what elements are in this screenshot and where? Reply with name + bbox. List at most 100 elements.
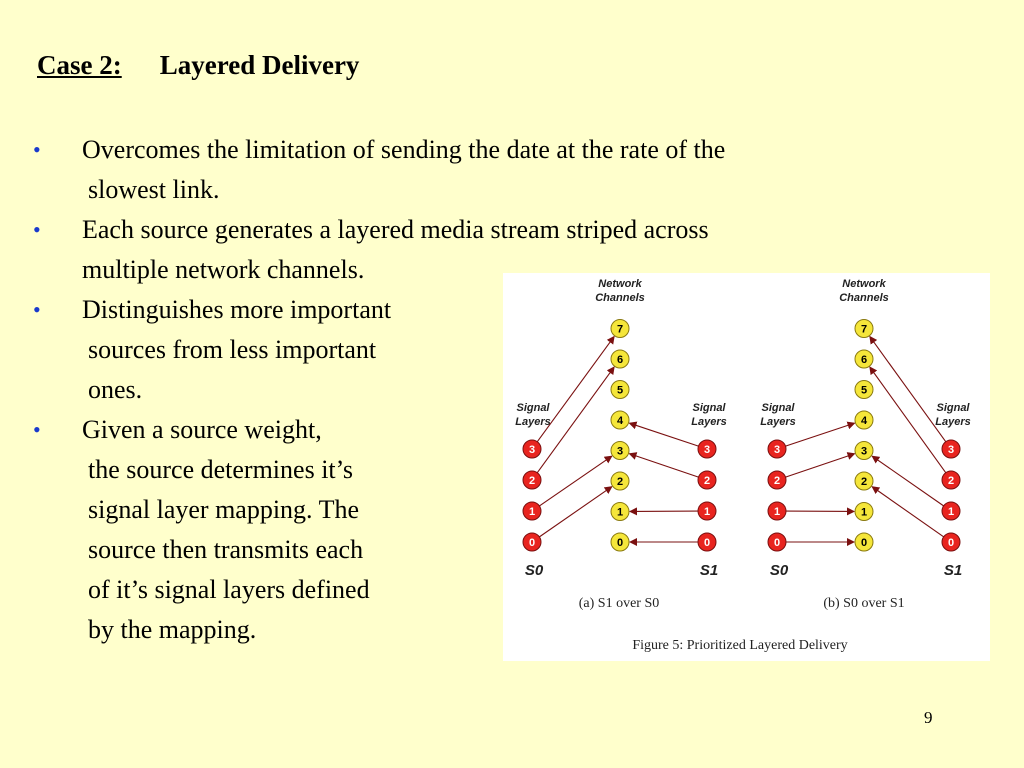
bullet-line: Distinguishes more important bbox=[82, 295, 392, 324]
layer-number: 0 bbox=[704, 537, 710, 549]
signal-label: Layers bbox=[691, 416, 726, 428]
channel-node bbox=[610, 380, 630, 399]
bullet-item: • Given a source weight, the source dete… bbox=[30, 410, 930, 650]
signal-label: Signal bbox=[692, 402, 726, 414]
channel-node bbox=[854, 349, 874, 369]
page-number: 9 bbox=[924, 708, 933, 727]
network-label: Channels bbox=[595, 292, 645, 304]
channel-number: 0 bbox=[617, 537, 623, 549]
bullet-line: the source determines it’s bbox=[88, 455, 353, 484]
layer-number: 1 bbox=[948, 506, 954, 518]
bullet-line: source then transmits each bbox=[88, 535, 364, 564]
bullet-item: • Each source generates a layered media … bbox=[30, 210, 930, 290]
layer-node bbox=[697, 439, 717, 459]
bullet-line: multiple network channels. bbox=[82, 255, 365, 284]
signal-label: Signal bbox=[761, 402, 795, 414]
layer-node bbox=[522, 501, 542, 521]
bullet-list: • Overcomes the limitation of sending th… bbox=[30, 130, 930, 650]
layer-number: 1 bbox=[529, 506, 535, 518]
network-label: Channels bbox=[839, 292, 889, 304]
channel-number: 0 bbox=[861, 537, 867, 549]
mapping-arrow bbox=[539, 486, 613, 538]
mapping-arrow bbox=[869, 366, 947, 474]
bullet-dot: • bbox=[33, 297, 41, 322]
bullet-line: of it’s signal layers defined bbox=[88, 575, 370, 604]
panel-caption: (b) S0 over S1 bbox=[823, 596, 904, 611]
channel-node bbox=[854, 441, 874, 460]
title-case-label: Case 2: bbox=[37, 50, 122, 80]
bullet-item: • Distinguishes more important sources f… bbox=[30, 290, 930, 410]
channel-number: 4 bbox=[861, 415, 868, 427]
mapping-arrow bbox=[628, 452, 699, 478]
layer-node bbox=[941, 439, 961, 459]
network-label: Network bbox=[598, 278, 642, 290]
mapping-arrow bbox=[869, 335, 947, 443]
layer-node bbox=[941, 532, 961, 552]
channel-node bbox=[854, 471, 874, 491]
channel-number: 2 bbox=[861, 476, 867, 488]
mapping-arrow bbox=[536, 366, 615, 474]
channel-node bbox=[854, 532, 874, 552]
layer-node bbox=[697, 501, 717, 521]
channel-number: 5 bbox=[861, 385, 867, 397]
title-heading: Layered Delivery bbox=[159, 50, 360, 80]
channel-node bbox=[610, 319, 630, 338]
slide-title: Case 2: Layered Delivery bbox=[37, 50, 359, 81]
mapping-arrow bbox=[628, 421, 699, 447]
layer-number: 0 bbox=[529, 537, 535, 549]
channel-node bbox=[854, 380, 874, 399]
layer-node bbox=[697, 532, 717, 552]
mapping-arrow bbox=[785, 421, 856, 447]
layer-number: 3 bbox=[529, 444, 535, 456]
mapping-arrow bbox=[785, 452, 856, 478]
layer-node bbox=[767, 532, 787, 552]
bullet-line: Overcomes the limitation of sending the … bbox=[82, 135, 726, 164]
bullet-line: slowest link. bbox=[88, 175, 220, 204]
channel-number: 6 bbox=[861, 354, 867, 366]
channel-node bbox=[610, 502, 630, 521]
layer-number: 2 bbox=[529, 475, 535, 487]
mapping-arrow bbox=[871, 455, 944, 507]
channel-number: 3 bbox=[617, 446, 623, 458]
channel-node bbox=[610, 441, 630, 460]
layer-node bbox=[767, 470, 787, 490]
bullet-dot: • bbox=[33, 137, 41, 162]
source-label: S1 bbox=[944, 562, 962, 579]
bullet-line: Each source generates a layered media st… bbox=[82, 215, 709, 244]
layer-number: 3 bbox=[948, 444, 954, 456]
channel-number: 6 bbox=[617, 354, 623, 366]
source-label: S1 bbox=[700, 562, 718, 579]
layer-number: 0 bbox=[948, 537, 954, 549]
channel-number: 4 bbox=[617, 415, 624, 427]
layer-number: 2 bbox=[948, 475, 954, 487]
bullet-dot: • bbox=[33, 217, 41, 242]
layer-node bbox=[522, 439, 542, 459]
layer-node bbox=[941, 501, 961, 521]
bullet-line: sources from less important bbox=[88, 335, 377, 364]
panel-caption: (a) S1 over S0 bbox=[579, 596, 660, 611]
bullet-item: • Overcomes the limitation of sending th… bbox=[30, 130, 930, 210]
layer-number: 3 bbox=[704, 444, 710, 456]
network-label: Network bbox=[842, 278, 886, 290]
layer-number: 2 bbox=[774, 475, 780, 487]
layer-number: 0 bbox=[774, 537, 780, 549]
channel-node bbox=[854, 319, 874, 338]
signal-label: Signal bbox=[516, 402, 550, 414]
layer-node bbox=[941, 470, 961, 490]
channel-node bbox=[854, 502, 874, 521]
layer-number: 3 bbox=[774, 444, 780, 456]
mapping-arrow bbox=[536, 335, 615, 443]
signal-label: Layers bbox=[760, 416, 795, 428]
source-label: S0 bbox=[525, 562, 544, 579]
mapping-arrow bbox=[871, 486, 944, 538]
layer-number: 1 bbox=[704, 506, 710, 518]
channel-node bbox=[610, 532, 630, 552]
bullet-line: signal layer mapping. The bbox=[88, 495, 360, 524]
channel-node bbox=[610, 410, 630, 430]
layer-node bbox=[697, 470, 717, 490]
channel-number: 2 bbox=[617, 476, 623, 488]
mapping-arrow bbox=[539, 455, 613, 507]
channel-number: 5 bbox=[617, 385, 623, 397]
